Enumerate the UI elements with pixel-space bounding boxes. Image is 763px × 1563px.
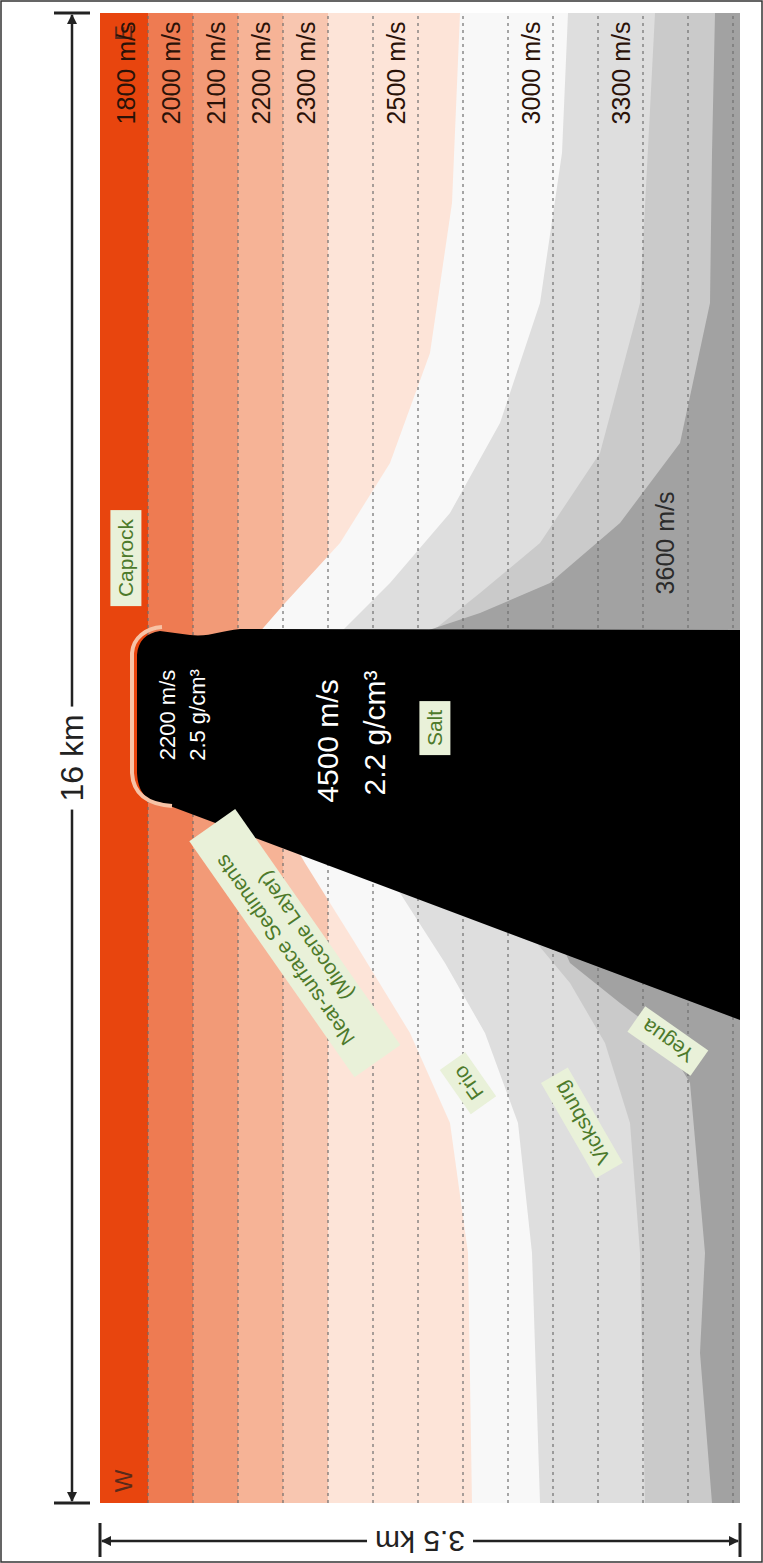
formation-label: Caprock xyxy=(110,510,141,606)
velocity-label: 3000 m/s xyxy=(517,22,546,125)
formation-name: Caprock xyxy=(113,519,138,597)
dimension-label: 3.5 km xyxy=(367,1524,473,1559)
velocity-label: 1800 m/s xyxy=(112,22,141,125)
formation-name: Salt xyxy=(422,710,447,746)
salt-velocity: 4500 m/s xyxy=(311,679,346,802)
velocity-label: 3300 m/s xyxy=(607,22,636,125)
velocity-label: 2100 m/s xyxy=(202,22,231,125)
formation-label: Salt xyxy=(419,701,450,755)
velocity-label: 2200 m/s xyxy=(247,22,276,125)
velocity-label: 3600 m/s xyxy=(651,492,680,595)
velocity-label: 2300 m/s xyxy=(292,22,321,125)
direction-label: W xyxy=(110,1470,138,1493)
salt-density: 2.2 g/cm³ xyxy=(358,670,393,795)
velocity-label: 2000 m/s xyxy=(157,22,186,125)
velocity-label: 2500 m/s xyxy=(382,22,411,125)
dimension-label: 16 km xyxy=(54,706,91,809)
caprock-velocity: 2200 m/s xyxy=(155,670,180,761)
caprock-density: 2.5 g/cm³ xyxy=(185,669,210,761)
